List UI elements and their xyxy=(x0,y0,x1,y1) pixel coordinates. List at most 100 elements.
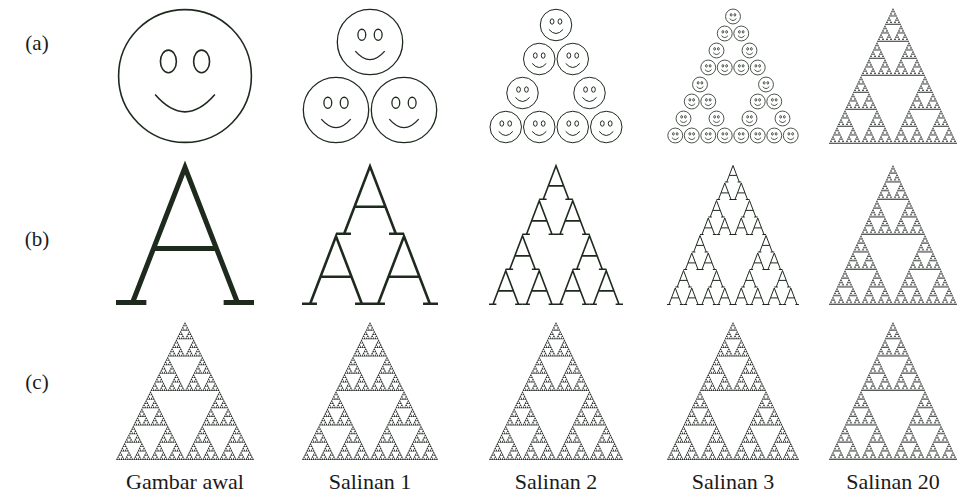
face-eye xyxy=(160,50,176,73)
column-label: Gambar awal xyxy=(126,471,244,493)
face-outline xyxy=(701,94,716,109)
letter-a xyxy=(116,168,254,303)
letter-a xyxy=(573,236,607,269)
face-eye xyxy=(693,133,695,136)
face-smile xyxy=(499,131,513,135)
face-smile xyxy=(721,36,728,38)
letter-a xyxy=(733,183,750,200)
copy-cell xyxy=(489,166,623,304)
letter-a xyxy=(741,271,758,288)
smiley-face xyxy=(684,94,699,109)
copy-cell xyxy=(490,9,622,143)
letter-a xyxy=(725,166,742,183)
smiley-face xyxy=(767,94,782,109)
letter-a xyxy=(750,218,767,235)
face-eye xyxy=(705,65,707,68)
face-smile xyxy=(155,95,215,112)
letter-a xyxy=(700,218,717,235)
face-eye xyxy=(324,97,332,108)
face-smile xyxy=(738,138,745,140)
column-label-text: Salinan 1 xyxy=(329,469,412,494)
face-outline xyxy=(540,9,572,41)
letter-a xyxy=(692,236,709,253)
face-outline xyxy=(750,60,765,75)
letter-a xyxy=(758,236,775,253)
face-outline xyxy=(742,43,757,58)
sierpinski-triangle xyxy=(667,322,799,460)
face-eye xyxy=(742,65,744,68)
face-outline xyxy=(524,43,556,75)
face-outline xyxy=(119,10,252,143)
face-outline xyxy=(701,128,716,143)
letter-a xyxy=(539,166,573,199)
smiley-face xyxy=(490,111,522,143)
face-eye xyxy=(358,29,366,40)
face-eye xyxy=(709,99,711,102)
letter-a xyxy=(523,271,557,304)
letter-a xyxy=(774,271,791,288)
face-eye xyxy=(755,133,757,136)
letter-a xyxy=(684,288,701,305)
face-smile xyxy=(754,70,761,72)
face-eye xyxy=(374,29,382,40)
smiley-face xyxy=(783,128,798,143)
face-eye xyxy=(742,31,744,34)
face-smile xyxy=(771,138,778,140)
face-outline xyxy=(734,26,749,41)
face-eye xyxy=(500,121,504,126)
face-outline xyxy=(717,60,732,75)
face-eye xyxy=(408,97,416,108)
letter-a xyxy=(556,201,590,234)
face-outline xyxy=(693,77,708,92)
face-eye xyxy=(780,116,782,119)
face-smile xyxy=(713,53,720,55)
face-eye xyxy=(525,87,529,92)
smiley-face xyxy=(742,111,757,126)
face-eye xyxy=(672,133,674,136)
face-outline xyxy=(524,111,556,143)
copy-cell xyxy=(829,322,957,460)
smiley-face xyxy=(717,128,732,143)
face-outline xyxy=(574,77,606,109)
column-label: Salinan 2 xyxy=(515,471,598,493)
face-outline xyxy=(750,94,765,109)
face-eye xyxy=(726,31,728,34)
face-eye xyxy=(592,87,596,92)
face-eye xyxy=(759,133,761,136)
face-eye xyxy=(730,14,732,17)
face-smile xyxy=(746,121,753,123)
face-eye xyxy=(747,48,749,51)
face-smile xyxy=(532,131,546,135)
face-eye xyxy=(714,48,716,51)
face-outline xyxy=(734,60,749,75)
column-label: Salinan 20 xyxy=(846,471,940,493)
face-eye xyxy=(750,116,752,119)
face-eye xyxy=(722,31,724,34)
face-eye xyxy=(755,65,757,68)
letter-a xyxy=(750,253,767,270)
smiley-face xyxy=(717,60,732,75)
face-eye xyxy=(701,82,703,85)
face-eye xyxy=(717,48,719,51)
face-eye xyxy=(558,19,562,24)
smiley-face xyxy=(337,9,402,74)
face-outline xyxy=(303,77,368,142)
face-eye xyxy=(792,133,794,136)
copy-cell xyxy=(489,322,623,460)
face-eye xyxy=(705,99,707,102)
smiley-face xyxy=(668,128,683,143)
face-eye xyxy=(340,97,348,108)
row-label: (a) xyxy=(25,33,48,54)
face-eye xyxy=(567,121,571,126)
face-outline xyxy=(557,111,589,143)
face-outline xyxy=(371,77,436,142)
smiley-face xyxy=(709,43,724,58)
face-eye xyxy=(771,99,773,102)
copy-cell xyxy=(303,9,436,142)
face-smile xyxy=(697,87,704,89)
letter-a xyxy=(750,288,767,305)
copy-cell xyxy=(119,10,252,143)
sierpinski-triangle xyxy=(829,322,957,460)
face-eye xyxy=(775,133,777,136)
face-outline xyxy=(676,111,691,126)
